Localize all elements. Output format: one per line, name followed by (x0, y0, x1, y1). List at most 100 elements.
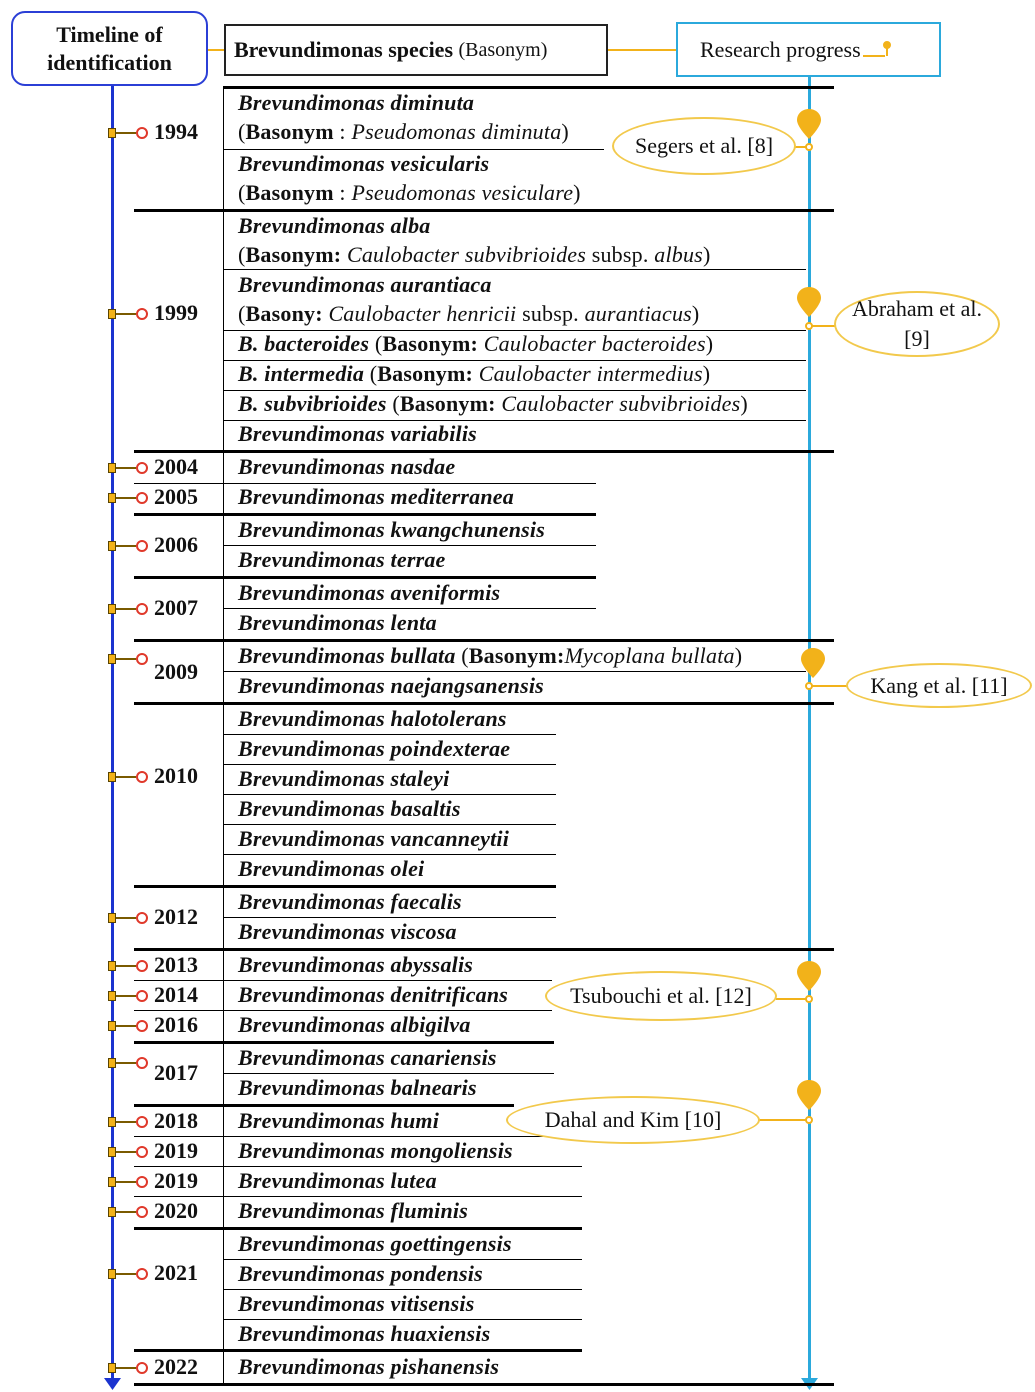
species-name: Brevundimonas huaxiensis (238, 1321, 491, 1346)
species-name: Brevundimonas faecalis (238, 889, 462, 914)
research-note-kang: Kang et al. [11] (846, 663, 1032, 708)
year-marker-circle (136, 1176, 148, 1188)
timeline-header-line2: identification (47, 49, 172, 75)
year-marker-square (108, 128, 116, 138)
location-pin-icon (797, 1080, 821, 1110)
header-connector (608, 49, 676, 51)
rule (134, 1136, 582, 1137)
species-name: Brevundimonas pondensis (238, 1261, 483, 1286)
research-header-label: Research progress (700, 36, 861, 62)
rule (134, 948, 834, 951)
year-marker-tick (116, 1211, 136, 1213)
year-marker-square (108, 961, 116, 971)
basonym-label: Basonym: (468, 643, 565, 668)
timeline-arrow-icon (104, 1378, 121, 1390)
year-marker-circle (136, 960, 148, 972)
rule (224, 1289, 582, 1290)
year-marker-square (108, 1177, 116, 1187)
year-marker-square (108, 1147, 116, 1157)
year-label: 2018 (154, 1108, 198, 1133)
research-note-abraham: Abraham et al. [9] (834, 291, 1000, 357)
year-marker-tick (116, 497, 136, 499)
rule (134, 885, 556, 888)
species-name: Brevundimonas alba (238, 213, 431, 238)
year-marker-square (108, 1117, 116, 1127)
year-marker-tick (116, 467, 136, 469)
research-citation: Dahal and Kim [10] (544, 1107, 722, 1132)
rule (224, 794, 556, 795)
species-name: Brevundimonas viscosa (238, 919, 457, 944)
rule (224, 269, 806, 270)
rule (224, 1073, 554, 1074)
species-name: B. bacteroides (238, 331, 370, 356)
year-marker-circle (136, 771, 148, 783)
year-label: 2005 (154, 484, 198, 509)
year-marker-circle (136, 912, 148, 924)
year-marker-square (108, 1058, 116, 1068)
progress-node (805, 143, 813, 151)
rule (224, 390, 806, 391)
research-header: Research progress (676, 22, 941, 77)
rule (224, 824, 556, 825)
year-marker-tick (116, 917, 136, 919)
species-name: Brevundimonas basaltis (238, 796, 461, 821)
year-marker-tick (116, 776, 136, 778)
species-name: Brevundimonas humi (238, 1108, 440, 1133)
year-marker-tick (116, 313, 136, 315)
species-name: Brevundimonas balnearis (238, 1075, 477, 1100)
rule (134, 1166, 582, 1167)
year-label: 2004 (154, 454, 198, 479)
year-marker-square (108, 654, 116, 664)
year-label: 2020 (154, 1198, 198, 1223)
column-divider (223, 86, 224, 1383)
location-pin-icon (797, 287, 821, 317)
basonym-name: Mycoplana bullata (564, 643, 735, 668)
basonym-label: Basonym (245, 180, 334, 205)
rule (224, 1259, 582, 1260)
progress-connector (812, 685, 848, 687)
research-citation: Segers et al. [8] (634, 133, 774, 158)
year-marker-tick (116, 1151, 136, 1153)
header-connector (208, 49, 224, 51)
research-citation: Kang et al. [11] (870, 672, 1008, 698)
species-name: Brevundimonas lutea (238, 1168, 437, 1193)
species-name: Brevundimonas lenta (238, 610, 437, 635)
basonym-subspecies: aurantiacus (584, 301, 692, 326)
year-marker-square (108, 493, 116, 503)
year-marker-circle (136, 127, 148, 139)
progress-connector (776, 998, 806, 1000)
species-name: Brevundimonas kwangchunensis (238, 517, 545, 542)
year-marker-tick (116, 658, 136, 660)
basonym-label: Basonym: (382, 331, 479, 356)
year-marker-square (108, 913, 116, 923)
basonym-name: Caulobacter bacteroides (483, 331, 706, 356)
year-marker-circle (136, 492, 148, 504)
year-marker-square (108, 1269, 116, 1279)
basonym-label: Basonym: (245, 242, 342, 267)
species-name: Brevundimonas staleyi (238, 766, 450, 791)
year-marker-circle (136, 653, 148, 665)
year-marker-circle (136, 308, 148, 320)
species-name: Brevundimonas olei (238, 856, 425, 881)
year-marker-circle (136, 462, 148, 474)
basonym-name: Pseudomonas diminuta (351, 119, 562, 144)
basonym-name: Caulobacter subvibrioides (346, 242, 587, 267)
species-entry: Brevundimonas bullata (Basonym:Mycoplana… (238, 643, 743, 668)
species-header-note: (Basonym) (458, 38, 548, 61)
species-name: Brevundimonas nasdae (238, 454, 456, 479)
basonym-label: Basony: (245, 301, 323, 326)
rule (134, 1104, 514, 1107)
year-marker-tick (116, 1025, 136, 1027)
rule (224, 86, 834, 89)
research-note-dahal: Dahal and Kim [10] (506, 1096, 760, 1144)
location-pin-icon (801, 648, 825, 678)
year-label: 2013 (154, 952, 198, 977)
research-axis (808, 77, 811, 1382)
progress-connector (812, 325, 836, 327)
species-name: Brevundimonas fluminis (238, 1198, 468, 1223)
species-name: Brevundimonas goettingensis (238, 1231, 512, 1256)
basonym-label: Basonym: (377, 361, 474, 386)
year-label: 2019 (154, 1168, 198, 1193)
species-name: Brevundimonas terrae (238, 547, 446, 572)
rule (134, 1010, 552, 1011)
